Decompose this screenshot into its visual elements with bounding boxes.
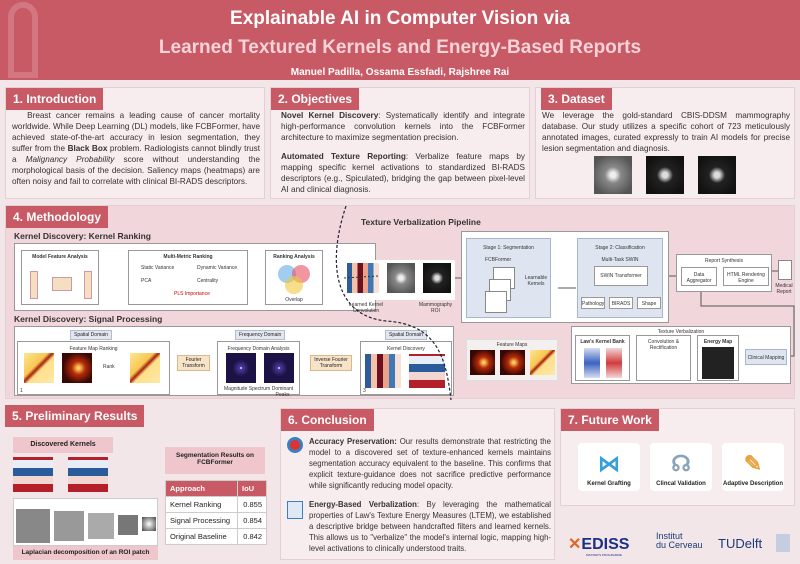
- report-search-icon: [287, 501, 303, 519]
- feature-map-image: [130, 353, 160, 383]
- section-title: 1. Introduction: [6, 88, 104, 110]
- objective-item: Novel Kernel Discovery: Systematically i…: [281, 111, 525, 142]
- kernel-heatmap: [13, 457, 53, 492]
- venn-circle: [285, 276, 303, 294]
- kernel-heatmap: [365, 354, 401, 388]
- results-section: 5. Preliminary Results Discovered Kernel…: [5, 405, 275, 561]
- kernel-discovery-box: Kernel Discovery 3: [360, 341, 452, 395]
- texture-verbalization-box: Texture Verbalization Law's Kernel Bank …: [571, 326, 791, 384]
- future-item: ⋈Kernel Grafting: [578, 443, 640, 491]
- target-icon: [287, 437, 303, 453]
- layer-icon: [52, 277, 72, 291]
- ranking-analysis-box: Ranking Analysis Overlap: [265, 250, 323, 305]
- layer-icon: [30, 271, 38, 299]
- stage1-box: Stage 1: Segmentation FCBFormer Learnabl…: [466, 238, 551, 318]
- methodology-section: 4. Methodology Kernel Discovery: Kernel …: [5, 205, 795, 400]
- kernel-heatmap: [347, 263, 379, 293]
- convolution-box: Convolution & Rectification: [636, 335, 691, 381]
- feature-map-ranking-box: Feature Map Ranking Rank 1: [17, 341, 170, 395]
- title-line2: Learned Textured Kernels and Energy-Base…: [158, 37, 642, 58]
- pipeline-title: Texture Verbalization Pipeline: [361, 217, 481, 227]
- poster-header: Explainable AI in Computer Vision via Le…: [0, 0, 800, 80]
- mammography-roi-image: [423, 263, 451, 293]
- document-icon: [778, 260, 792, 280]
- discovered-kernels-label: Discovered Kernels: [13, 437, 113, 453]
- learned-kernel-box: [343, 260, 455, 300]
- future-item: ✎Adaptive Description: [722, 443, 784, 491]
- dataset-mask: [646, 156, 684, 194]
- university-crest: [776, 534, 790, 552]
- feature-map-image: [62, 353, 92, 383]
- report-synthesis-box: Report Synthesis Data Aggregator HTML Re…: [676, 254, 772, 292]
- ribbon-icon: [8, 2, 38, 78]
- kernel-heatmap: [409, 354, 445, 388]
- ediss-logo: ✕EDISS: [568, 536, 630, 553]
- intro-text: Breast cancer remains a leading cause of…: [12, 111, 260, 186]
- section-title: 7. Future Work: [561, 409, 659, 431]
- segmentation-title: Segmentation Results on FCBFormer: [165, 447, 265, 474]
- section-title: 6. Conclusion: [281, 409, 374, 431]
- section-title: 4. Methodology: [6, 206, 108, 228]
- section-title: 5. Preliminary Results: [5, 405, 145, 427]
- conclusion-item: Accuracy Preservation: Our results demon…: [309, 437, 551, 490]
- feature-maps-box: Feature Maps: [466, 339, 558, 381]
- dataset-section: 3. Dataset We leverage the gold-standard…: [535, 87, 795, 199]
- tudelft-logo: TUDelft: [718, 536, 763, 551]
- stethoscope-icon: ☊: [671, 451, 691, 476]
- objective-item: Automated Texture Reporting: Verbalize f…: [281, 152, 525, 194]
- energy-map-box: Energy Map: [697, 335, 739, 381]
- feature-map-image: [24, 353, 54, 383]
- dataset-text: We leverage the gold-standard CBIS-DDSM …: [542, 111, 790, 153]
- dataset-roi: [698, 156, 736, 194]
- conclusion-item: Energy-Based Verbalization: By leveragin…: [309, 500, 551, 553]
- laplacian-caption: Laplacian decomposition of an ROI patch: [13, 546, 158, 560]
- section-title: 2. Objectives: [271, 88, 360, 110]
- magnitude-spectrum-image: [226, 353, 256, 383]
- future-work-section: 7. Future Work ⋈Kernel Grafting ☊Clincal…: [560, 408, 795, 506]
- stage-box: Stage 1: Segmentation FCBFormer Learnabl…: [461, 231, 669, 323]
- feature-map-image: [500, 350, 525, 375]
- title-line1: Explainable AI in Computer Vision via: [230, 8, 570, 29]
- mammography-image: [387, 263, 415, 293]
- signal-processing-diagram: Spatial Domain Frequency Domain Spatial …: [14, 326, 454, 398]
- kernel-ranking-title: Kernel Discovery: Kernel Ranking: [14, 231, 151, 241]
- kernel-heatmap: [68, 457, 108, 492]
- authors: Manuel Padilla, Ossama Essfadi, Rajshree…: [290, 67, 510, 78]
- objectives-section: 2. Objectives Novel Kernel Discovery: Sy…: [270, 87, 530, 199]
- feature-map-image: [470, 350, 495, 375]
- section-title: 3. Dataset: [541, 88, 612, 110]
- model-feature-box: Model Feature Analysis: [21, 250, 99, 305]
- dataset-image: [594, 156, 632, 194]
- ediss-subtitle: MASTER'S PROGRAMME: [586, 553, 622, 557]
- pipeline-connectors: [335, 206, 795, 400]
- dominant-peaks-image: [264, 353, 294, 383]
- multi-metric-box: Multi-Metric Ranking Static Variance Dyn…: [128, 250, 248, 305]
- document-pencil-icon: ✎: [743, 451, 763, 476]
- kernel-ranking-diagram: Model Feature Analysis Multi-Metric Rank…: [14, 243, 376, 311]
- laws-kernel-bank: Law's Kernel Bank: [575, 335, 630, 381]
- introduction-section: 1. Introduction Breast cancer remains a …: [5, 87, 265, 199]
- conclusion-section: 6. Conclusion Accuracy Preservation: Our…: [280, 408, 555, 560]
- network-icon: ⋈: [598, 451, 620, 476]
- future-item: ☊Clincal Validation: [650, 443, 712, 491]
- layer-icon: [84, 271, 92, 299]
- laplacian-images: [13, 498, 158, 546]
- feature-map-image: [530, 350, 555, 375]
- signal-processing-title: Kernel Discovery: Signal Processing: [14, 314, 163, 324]
- frequency-analysis-box: Frequency Domain Analysis Magnitude Spec…: [217, 341, 300, 398]
- stage2-box: Stage 2: Classification Multi-Task SWIN …: [577, 238, 663, 318]
